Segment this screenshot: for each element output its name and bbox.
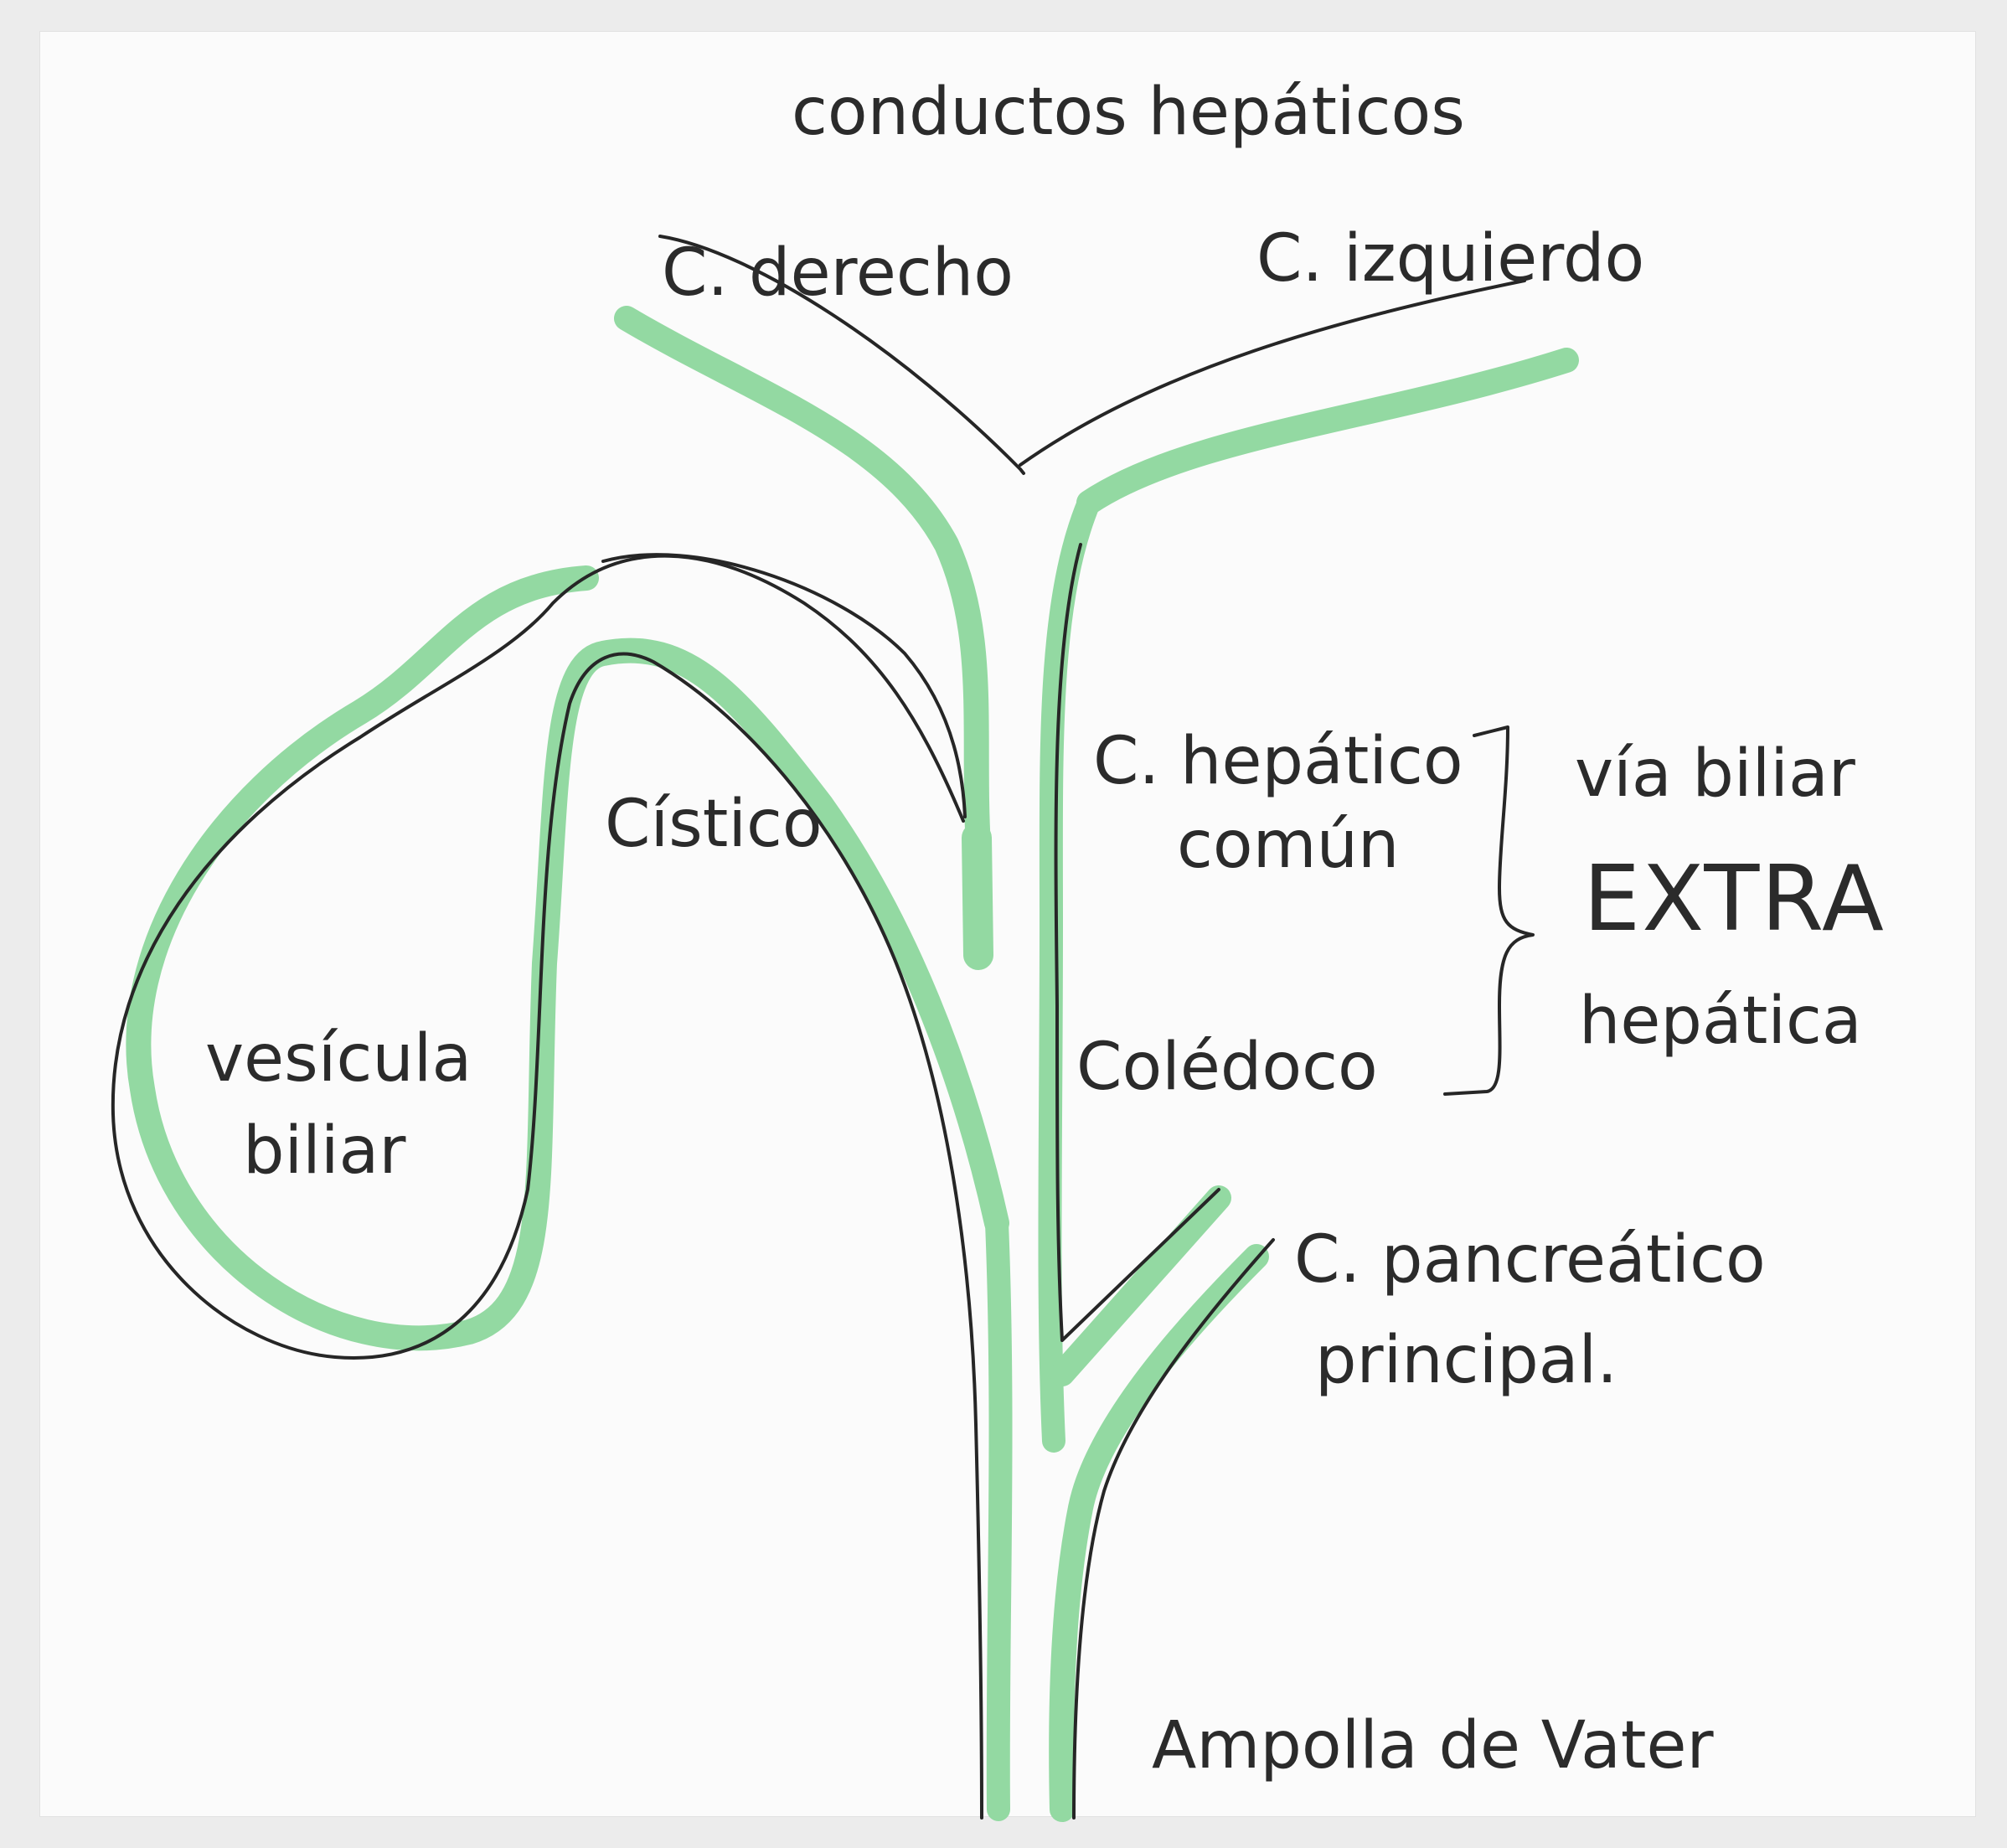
gallbladder-label-line1: vesícula bbox=[205, 1021, 472, 1097]
left-hepatic-duct-fill bbox=[1089, 360, 1566, 503]
gallbladder-label-line2: biliar bbox=[243, 1113, 406, 1189]
title-label: conductos hepáticos bbox=[792, 75, 1465, 150]
common-hepatic-label-line1: C. hepático bbox=[1093, 724, 1463, 799]
common-hepatic-label-line2: común bbox=[1177, 808, 1399, 883]
pancreatic-label-line2: principal. bbox=[1315, 1323, 1617, 1398]
extrahepatic-label-line2: EXTRA bbox=[1583, 847, 1886, 952]
right-duct-label: C. derecho bbox=[662, 235, 1014, 311]
ampulla-label: Ampolla de Vater bbox=[1152, 1708, 1714, 1783]
extrahepatic-label-line1: vía biliar bbox=[1575, 736, 1856, 812]
ampulla-left-fill bbox=[997, 1223, 1001, 1809]
common-bile-label: Colédoco bbox=[1076, 1030, 1378, 1105]
pancreatic-label-line1: C. pancreático bbox=[1294, 1222, 1766, 1298]
gallbladder-outer-fill bbox=[138, 578, 997, 1338]
cystic-label: Cístico bbox=[605, 787, 823, 862]
common-hepatic-fill bbox=[977, 838, 978, 955]
left-duct-label: C. izquierdo bbox=[1256, 221, 1644, 297]
extrahepatic-label-line3: hepática bbox=[1579, 983, 1862, 1059]
